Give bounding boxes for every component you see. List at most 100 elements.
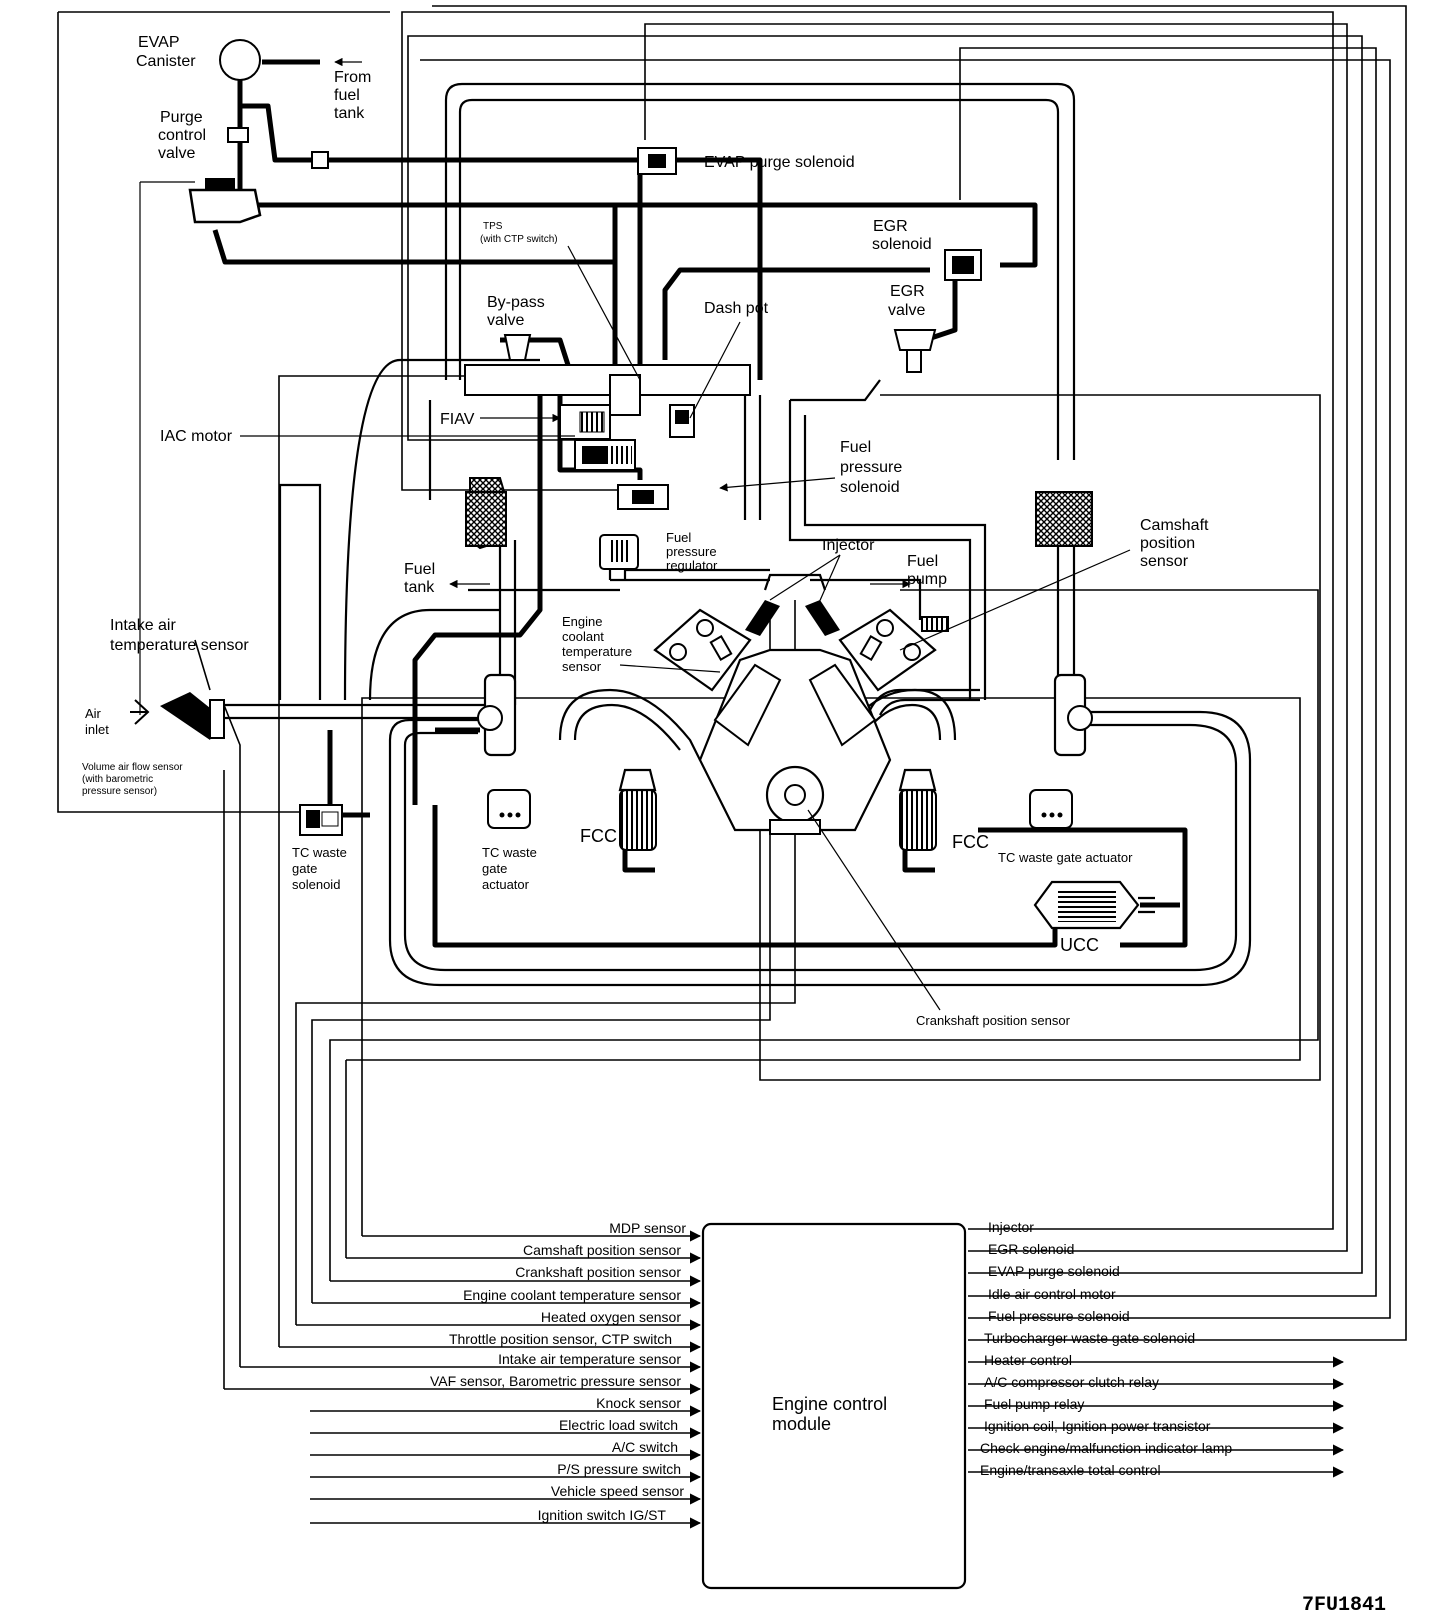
ecm-input-label: Heated oxygen sensor xyxy=(541,1309,681,1325)
component-labels: EVAP Canister From fuel tank Purge contr… xyxy=(82,34,1386,1614)
label-fuel-pressure-regulator: regulator xyxy=(666,558,718,573)
volume-air-flow-sensor xyxy=(130,639,225,740)
label-crankshaft-position-sensor: Crankshaft position sensor xyxy=(916,1013,1071,1028)
label-from-fuel-tank: fuel xyxy=(334,87,360,104)
fuel-pressure-regulator xyxy=(599,534,639,570)
camshaft-position-sensor xyxy=(921,616,949,632)
label-engine-coolant-temperature-sensor: coolant xyxy=(562,629,604,644)
label-fuel-tank: Fuel xyxy=(404,561,435,578)
label-egr-valve: EGR xyxy=(890,283,925,300)
ecm-input-label: Electric load switch xyxy=(559,1417,678,1433)
label-evap-canister: Canister xyxy=(136,53,196,70)
ecm-output-label: Idle air control motor xyxy=(988,1286,1116,1302)
ecm-output-label: EGR solenoid xyxy=(988,1241,1074,1257)
check-valve xyxy=(311,151,329,169)
tc-waste-gate-actuator-left xyxy=(487,789,531,829)
ecm-input-list: MDP sensor Camshaft position sensor Cran… xyxy=(430,1220,686,1523)
evap-canister xyxy=(219,39,261,81)
label-fcc-right: FCC xyxy=(952,832,989,852)
ecm-input-wires xyxy=(224,1230,702,1529)
label-engine-coolant-temperature-sensor: temperature xyxy=(562,644,632,659)
label-by-pass-valve: By-pass xyxy=(487,294,545,311)
ecm-output-label: Ignition coil, Ignition power transistor xyxy=(984,1418,1211,1434)
fuel-pressure-solenoid xyxy=(617,484,669,510)
label-fuel-pressure-regulator: pressure xyxy=(666,544,717,559)
fcc-left xyxy=(618,768,657,851)
label-tc-waste-gate-solenoid: TC waste xyxy=(292,845,347,860)
ecm-input-label: Vehicle speed sensor xyxy=(551,1483,684,1499)
label-injector: Injector xyxy=(822,537,875,554)
ecm-input-label: P/S pressure switch xyxy=(557,1461,681,1477)
ecm-input-label: Intake air temperature sensor xyxy=(498,1351,681,1367)
ecm-input-label: Ignition switch IG/ST xyxy=(538,1507,667,1523)
label-engine-coolant-temperature-sensor: sensor xyxy=(562,659,602,674)
label-from-fuel-tank: From xyxy=(334,69,371,86)
label-volume-air-flow-sensor: pressure sensor) xyxy=(82,786,157,797)
leader-lines xyxy=(240,57,1131,1011)
harness-border-left xyxy=(57,12,300,813)
egr-solenoid xyxy=(944,249,982,281)
intercooler-right xyxy=(1035,491,1093,547)
label-fiav: FIAV xyxy=(440,411,475,428)
label-egr-valve: valve xyxy=(888,302,925,319)
label-tc-waste-gate-actuator-right: TC waste gate actuator xyxy=(998,850,1133,865)
turbocharger-left xyxy=(477,673,517,757)
v6-engine xyxy=(653,573,937,835)
tc-waste-gate-solenoid xyxy=(299,804,343,836)
label-dash-pot: Dash pot xyxy=(704,300,769,317)
ecm-input-label: Knock sensor xyxy=(596,1395,681,1411)
ecm-input-label: Engine coolant temperature sensor xyxy=(463,1287,681,1303)
label-fuel-pressure-solenoid: pressure xyxy=(840,459,902,476)
label-egr-solenoid: solenoid xyxy=(872,236,932,253)
label-tc-waste-gate-actuator-left: TC waste xyxy=(482,845,537,860)
label-fuel-pressure-solenoid: Fuel xyxy=(840,439,871,456)
label-fuel-pressure-solenoid: solenoid xyxy=(840,479,900,496)
output-wiring xyxy=(401,5,1407,1341)
idle-air-control-block xyxy=(559,404,636,471)
label-camshaft-position-sensor: sensor xyxy=(1140,553,1189,570)
label-evap-canister: EVAP xyxy=(138,34,180,51)
label-iac-motor: IAC motor xyxy=(160,428,233,445)
label-camshaft-position-sensor: Camshaft xyxy=(1140,517,1209,534)
intercooler-left xyxy=(465,477,507,550)
label-tc-waste-gate-solenoid: solenoid xyxy=(292,877,340,892)
fcc-right xyxy=(898,768,937,851)
label-intake-air-temperature-sensor: temperature sensor xyxy=(110,637,249,654)
label-ucc: UCC xyxy=(1060,935,1099,955)
label-egr-solenoid: EGR xyxy=(873,218,908,235)
ecm-input-label: Crankshaft position sensor xyxy=(515,1264,681,1280)
label-tps: (with CTP switch) xyxy=(480,234,558,245)
label-air-inlet: inlet xyxy=(85,722,109,737)
engine-control-module: Engine control module xyxy=(701,1222,967,1590)
tc-waste-gate-actuator-right xyxy=(1029,789,1073,829)
label-tps: TPS xyxy=(483,221,503,232)
ecm-output-label: Turbocharger waste gate solenoid xyxy=(984,1330,1195,1346)
ecm-input-label: VAF sensor, Barometric pressure sensor xyxy=(430,1373,681,1389)
label-evap-purge-solenoid: EVAP purge solenoid xyxy=(704,154,855,171)
label-tc-waste-gate-actuator-left: actuator xyxy=(482,877,530,892)
label-fuel-pressure-regulator: Fuel xyxy=(666,530,691,545)
label-volume-air-flow-sensor: Volume air flow sensor xyxy=(82,762,183,773)
label-purge-control-valve: Purge xyxy=(160,109,203,126)
label-volume-air-flow-sensor: (with barometric xyxy=(82,774,153,785)
ecm-output-label: Heater control xyxy=(984,1352,1072,1368)
label-fuel-pump: Fuel xyxy=(907,553,938,570)
ecm-output-label: A/C compressor clutch relay xyxy=(984,1374,1159,1390)
ucc xyxy=(1033,880,1155,930)
ecm-output-label: EVAP purge solenoid xyxy=(988,1263,1120,1279)
label-fcc-left: FCC xyxy=(580,826,617,846)
label-by-pass-valve: valve xyxy=(487,312,524,329)
ecm-input-label: Throttle position sensor, CTP switch xyxy=(449,1331,672,1347)
label-camshaft-position-sensor: position xyxy=(1140,535,1195,552)
egr-valve xyxy=(893,329,937,373)
label-intake-air-temperature-sensor: Intake air xyxy=(110,617,176,634)
label-air-inlet: Air xyxy=(85,706,102,721)
svg-text:module: module xyxy=(772,1414,831,1434)
label-tc-waste-gate-actuator-left: gate xyxy=(482,861,507,876)
label-purge-control-valve: control xyxy=(158,127,206,144)
throttle-body xyxy=(464,334,751,438)
ecm-output-list: Injector EGR solenoid EVAP purge solenoi… xyxy=(980,1219,1232,1478)
ecm-output-label: Fuel pressure solenoid xyxy=(988,1308,1130,1324)
label-fuel-pump: pump xyxy=(907,571,947,588)
